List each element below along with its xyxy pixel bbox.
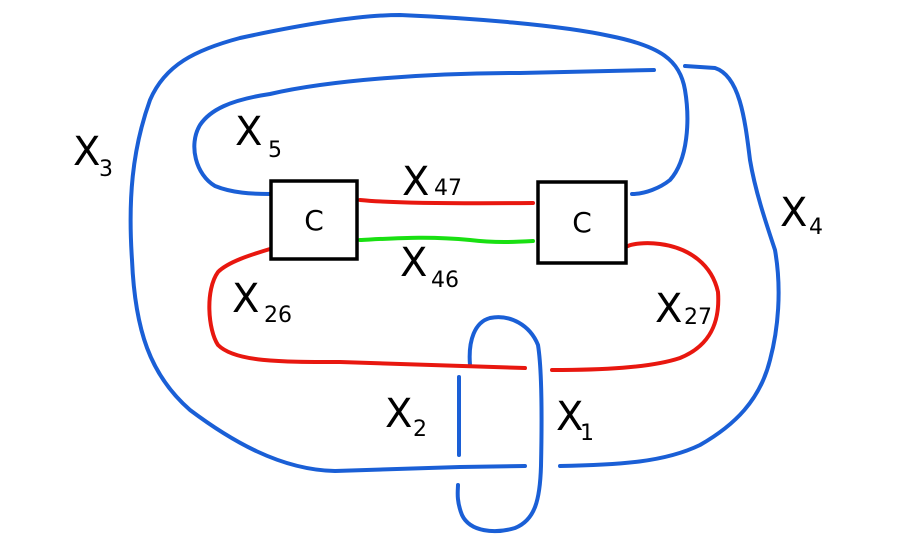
label-x5: X 5	[235, 109, 282, 163]
svg-text:X: X	[556, 394, 583, 440]
strand-x5	[192, 68, 656, 196]
coupon-box-left: C	[269, 179, 359, 261]
strand-x27	[550, 241, 721, 372]
svg-text:X: X	[235, 109, 262, 155]
svg-text:X: X	[655, 286, 682, 332]
label-x1: X 1	[556, 394, 594, 446]
svg-text:3: 3	[99, 157, 113, 182]
svg-text:X: X	[780, 190, 807, 236]
strand-x26	[207, 247, 527, 370]
svg-text:46: 46	[431, 268, 459, 293]
coupon-label-left: C	[304, 204, 324, 237]
svg-text:2: 2	[413, 417, 427, 442]
svg-text:26: 26	[264, 303, 292, 328]
strand-x3	[128, 13, 690, 473]
svg-text:X: X	[385, 391, 412, 437]
svg-text:X: X	[402, 159, 429, 205]
coupon-label-right: C	[572, 206, 592, 239]
label-x4: X 4	[780, 190, 823, 240]
svg-text:5: 5	[268, 138, 282, 163]
svg-text:4: 4	[809, 215, 823, 240]
coupon-box-right: C	[536, 180, 628, 265]
label-x2: X 2	[385, 391, 427, 442]
strand-x1	[455, 315, 544, 534]
strand-x47	[358, 198, 535, 206]
svg-text:X: X	[232, 276, 259, 322]
svg-text:1: 1	[580, 421, 594, 446]
svg-text:X: X	[400, 240, 427, 286]
svg-text:27: 27	[684, 305, 712, 330]
label-x46: X 46	[400, 240, 459, 293]
label-x3: X 3	[73, 129, 113, 182]
svg-text:47: 47	[434, 176, 462, 201]
strand-x4	[558, 64, 781, 468]
label-x47: X 47	[402, 159, 462, 205]
label-x27: X 27	[655, 286, 712, 332]
label-x26: X 26	[232, 276, 292, 328]
svg-text:X: X	[73, 129, 100, 175]
strand-x46	[358, 235, 535, 244]
